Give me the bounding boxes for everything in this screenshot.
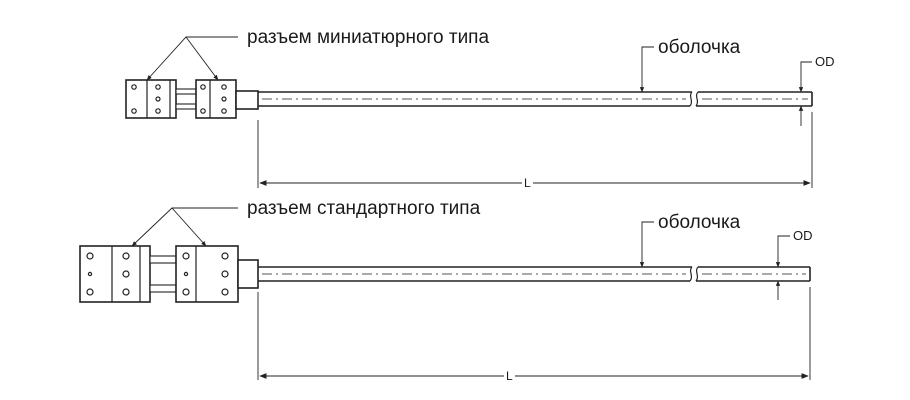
standard-sheath <box>258 266 811 282</box>
sheath-leader-line-2 <box>639 221 654 268</box>
connector-leader-lines <box>146 36 238 81</box>
standard-pins <box>149 255 177 293</box>
connector-leader-lines-2 <box>131 207 238 247</box>
standard-female-connector <box>79 245 151 303</box>
miniature-connector-diagram: разъем миниатюрного типа <box>125 27 835 190</box>
miniature-length-dimension <box>257 112 813 188</box>
standard-sheath-label: оболочка <box>658 212 741 233</box>
miniature-male-connector <box>195 79 259 119</box>
miniature-length-label: L <box>524 176 531 190</box>
standard-connector-diagram: разъем стандартного типа <box>79 198 813 383</box>
standard-od-label: OD <box>793 228 813 243</box>
standard-length-dimension <box>257 287 811 380</box>
sheath-leader-line <box>639 46 654 93</box>
standard-connector-label: разъем стандартного типа <box>247 198 481 219</box>
standard-male-connector <box>175 245 259 303</box>
standard-od-dimension <box>775 235 790 300</box>
miniature-female-connector <box>125 79 177 119</box>
miniature-od-label: OD <box>815 54 835 69</box>
miniature-od-dimension <box>798 61 812 126</box>
miniature-sheath-label: оболочка <box>658 37 741 58</box>
standard-length-label: L <box>506 369 513 383</box>
miniature-pins <box>175 88 197 110</box>
miniature-connector-label: разъем миниатюрного типа <box>247 27 489 48</box>
miniature-sheath <box>258 91 813 107</box>
